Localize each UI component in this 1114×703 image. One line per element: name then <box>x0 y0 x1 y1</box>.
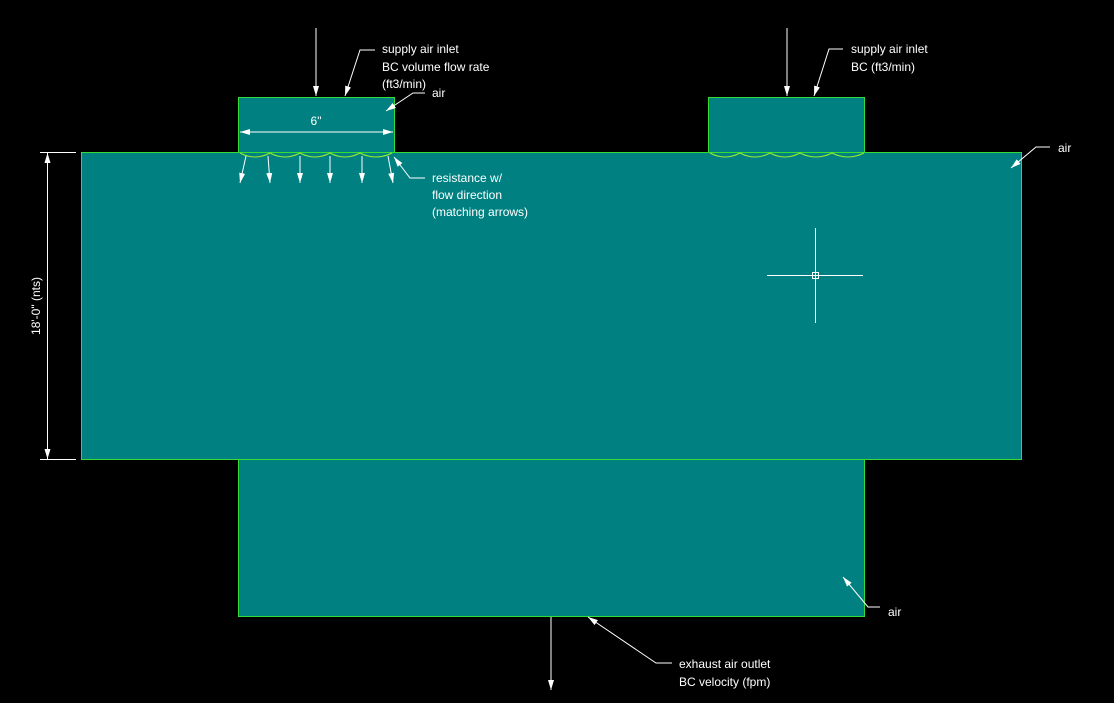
left-supply-inlet[interactable] <box>238 97 395 153</box>
resistance-label-1: resistance w/ <box>432 171 503 185</box>
exhaust-leader <box>587 616 672 664</box>
resistance-label-2: flow direction <box>432 188 502 202</box>
left-supply-label-2: BC volume flow rate <box>382 60 490 74</box>
right-supply-inlet[interactable] <box>708 97 865 153</box>
resistance-flow-arrows <box>239 155 395 184</box>
right-air-leader <box>1010 146 1050 169</box>
height-dimension-label: 18'-0" (nts) <box>29 277 43 335</box>
bottom-air-leader <box>842 576 880 608</box>
left-air-label: air <box>432 86 445 100</box>
right-supply-leader <box>813 48 843 97</box>
resistance-leader <box>393 156 425 179</box>
right-supply-label-1: supply air inlet <box>851 42 928 56</box>
bottom-air-label: air <box>888 605 901 619</box>
height-dimension <box>40 152 76 460</box>
crosshair-cursor-icon <box>767 228 863 323</box>
left-resistance-boundary <box>239 152 393 158</box>
left-supply-label-1: supply air inlet <box>382 42 459 56</box>
exhaust-label-2: BC velocity (fpm) <box>679 675 770 689</box>
width-dimension-label: 6" <box>311 114 322 128</box>
resistance-label-3: (matching arrows) <box>432 205 528 219</box>
right-resistance-boundary <box>709 152 865 158</box>
right-supply-label-2: BC (ft3/min) <box>851 60 915 74</box>
left-air-leader <box>385 92 425 112</box>
exhaust-region[interactable] <box>238 459 865 617</box>
exhaust-label-1: exhaust air outlet <box>679 657 771 671</box>
left-supply-leader <box>344 49 375 97</box>
right-air-label: air <box>1058 141 1071 155</box>
room-region[interactable] <box>81 152 1022 460</box>
left-supply-label-3: (ft3/min) <box>382 77 426 91</box>
